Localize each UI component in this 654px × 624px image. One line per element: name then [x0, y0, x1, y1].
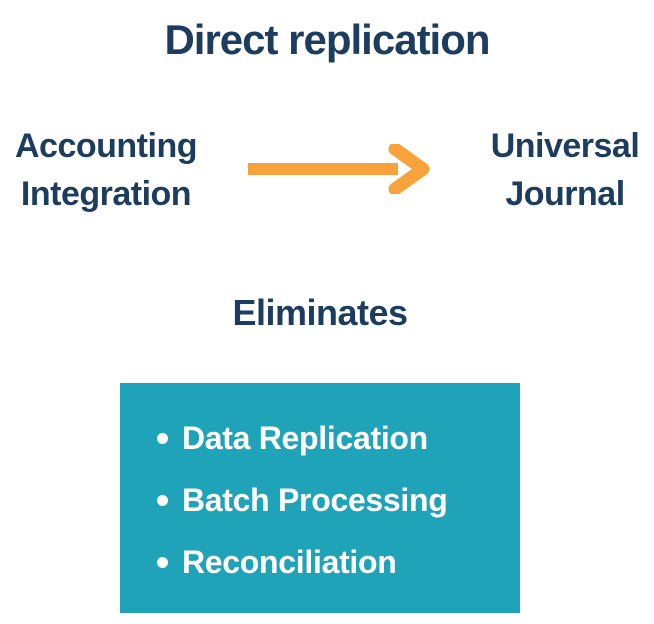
bullet-icon	[157, 432, 168, 444]
flow-target-line-1: Universal	[490, 127, 640, 165]
flow-source-line-1: Accounting	[15, 127, 197, 165]
list-item-label: Data Replication	[182, 419, 428, 456]
flow-target-line-2: Journal	[505, 175, 625, 213]
eliminates-box: Data Replication Batch Processing Reconc…	[120, 383, 520, 613]
bullet-icon	[157, 556, 168, 568]
bullet-icon	[157, 494, 168, 506]
list-item: Data Replication	[157, 407, 510, 469]
eliminates-list: Data Replication Batch Processing Reconc…	[120, 383, 520, 593]
list-item-label: Batch Processing	[182, 481, 448, 518]
flow-source-line-2: Integration	[20, 175, 192, 213]
flow-target-label: Universal Journal	[478, 122, 652, 218]
list-item: Batch Processing	[157, 469, 510, 531]
right-arrow-icon	[248, 144, 430, 194]
eliminates-heading: Eliminates	[232, 292, 408, 333]
flow-source-label: Accounting Integration	[0, 122, 212, 218]
list-item: Reconciliation	[157, 531, 510, 593]
list-item-label: Reconciliation	[182, 543, 397, 580]
page-title: Direct replication	[164, 16, 490, 63]
